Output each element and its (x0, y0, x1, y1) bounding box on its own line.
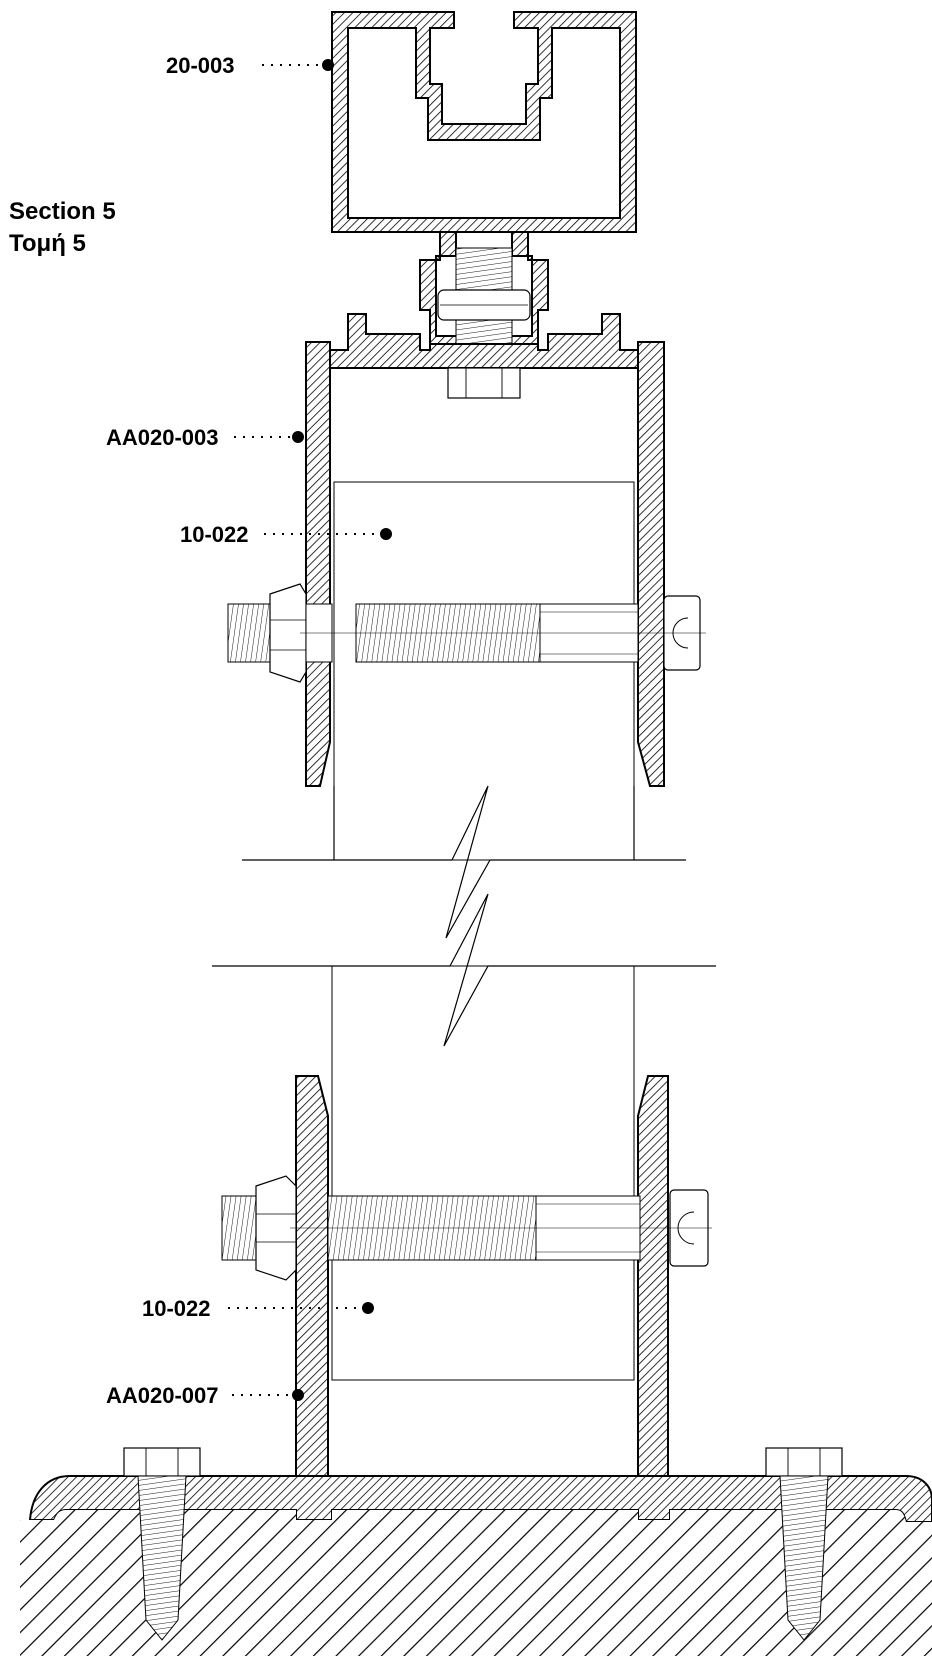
break-lines (212, 785, 716, 1047)
leader-base-profile (232, 1389, 304, 1401)
base-plate (28, 1447, 932, 1523)
label-base-profile: AA020-007 (106, 1383, 219, 1408)
leader-upper-insert (264, 528, 392, 540)
top-profile-20-003 (331, 11, 637, 349)
label-top-profile: 20-003 (166, 53, 235, 78)
upper-anchor-bolt (227, 583, 706, 683)
leader-lower-insert (228, 1302, 374, 1314)
lower-anchor-bolt (221, 1175, 712, 1281)
leader-upper-profile (234, 431, 304, 443)
leader-top-profile (262, 59, 334, 71)
ground-concrete (20, 1475, 932, 1656)
section-title-greek: Τομή 5 (9, 230, 86, 257)
upper-profile-top-plate (329, 313, 665, 399)
label-lower-insert: 10-022 (142, 1296, 211, 1321)
lower-profile-side-walls (295, 1075, 669, 1477)
label-upper-insert: 10-022 (180, 522, 249, 547)
upper-insert-outline (333, 481, 635, 861)
section-title: Section 5 (9, 198, 116, 225)
label-upper-profile: AA020-003 (106, 425, 219, 450)
lower-insert-outline (331, 965, 635, 1381)
upper-profile-side-walls (305, 341, 665, 787)
